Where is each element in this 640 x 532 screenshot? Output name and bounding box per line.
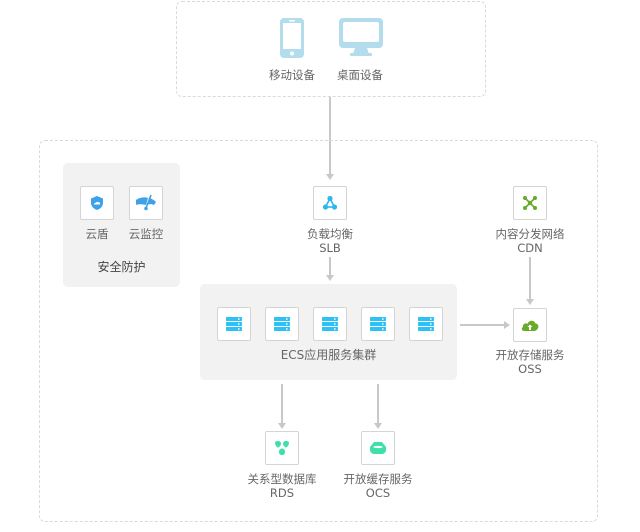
slb-node[interactable] (313, 186, 347, 220)
arrow-head (374, 423, 382, 429)
yundun-label: 云盾 (85, 227, 109, 241)
server-icon (370, 317, 386, 331)
server-icon (226, 317, 242, 331)
oss-sublabel: OSS (518, 362, 542, 376)
mobile-label: 移动设备 (269, 68, 315, 82)
arrow-head (504, 321, 510, 329)
cdn-node[interactable] (513, 186, 547, 220)
mobile-phone-icon (280, 18, 304, 58)
ecs-server-node[interactable] (217, 307, 251, 341)
rds-sublabel: RDS (269, 486, 295, 500)
server-icon (322, 317, 338, 331)
ecs-server-node[interactable] (313, 307, 347, 341)
database-icon (275, 441, 289, 455)
yundun-node[interactable] (80, 186, 114, 220)
cdn-label: 内容分发网络 (495, 227, 565, 241)
oss-node[interactable] (513, 308, 547, 342)
arrow-head (326, 275, 334, 281)
cloud-group (39, 140, 598, 522)
shield-icon (91, 196, 103, 210)
desktop-device: 桌面设备 (330, 16, 390, 86)
connector-ecs-ocs (377, 384, 379, 423)
arrow-head (278, 423, 286, 429)
rds-node[interactable] (265, 431, 299, 465)
server-icon (418, 317, 434, 331)
cache-icon (370, 442, 386, 454)
security-panel (63, 163, 180, 287)
monitor-gauge-icon (136, 194, 156, 211)
yunjiankong-label: 云监控 (128, 227, 164, 241)
ocs-node[interactable] (361, 431, 395, 465)
arrow-head (526, 299, 534, 305)
cdn-sublabel: CDN (517, 241, 543, 255)
oss-label: 开放存储服务 (495, 348, 565, 362)
ocs-sublabel: OCS (365, 486, 391, 500)
ecs-server-node[interactable] (409, 307, 443, 341)
desktop-label: 桌面设备 (337, 68, 383, 82)
ecs-label: ECS应用服务集群 (280, 348, 377, 362)
connector-ecs-rds (281, 384, 283, 423)
connector-clients-slb (329, 97, 331, 174)
cdn-network-icon (523, 196, 537, 210)
slb-label: 负载均衡 (307, 227, 353, 241)
server-icon (274, 317, 290, 331)
connector-cdn-oss (529, 257, 531, 299)
mobile-device: 移动设备 (262, 16, 322, 86)
connector-slb-ecs (329, 257, 331, 275)
load-balancer-icon (322, 195, 338, 210)
cloud-upload-icon (521, 320, 539, 331)
security-title: 安全防护 (97, 260, 146, 274)
desktop-monitor-icon (339, 18, 383, 56)
connector-ecs-oss (460, 324, 504, 326)
clients-group (176, 1, 486, 97)
arrow-head (326, 174, 334, 180)
yunjiankong-node[interactable] (129, 186, 163, 220)
ocs-label: 开放缓存服务 (343, 472, 413, 486)
ecs-server-node[interactable] (265, 307, 299, 341)
ecs-server-node[interactable] (361, 307, 395, 341)
slb-sublabel: SLB (319, 241, 341, 255)
rds-label: 关系型数据库 (247, 472, 317, 486)
